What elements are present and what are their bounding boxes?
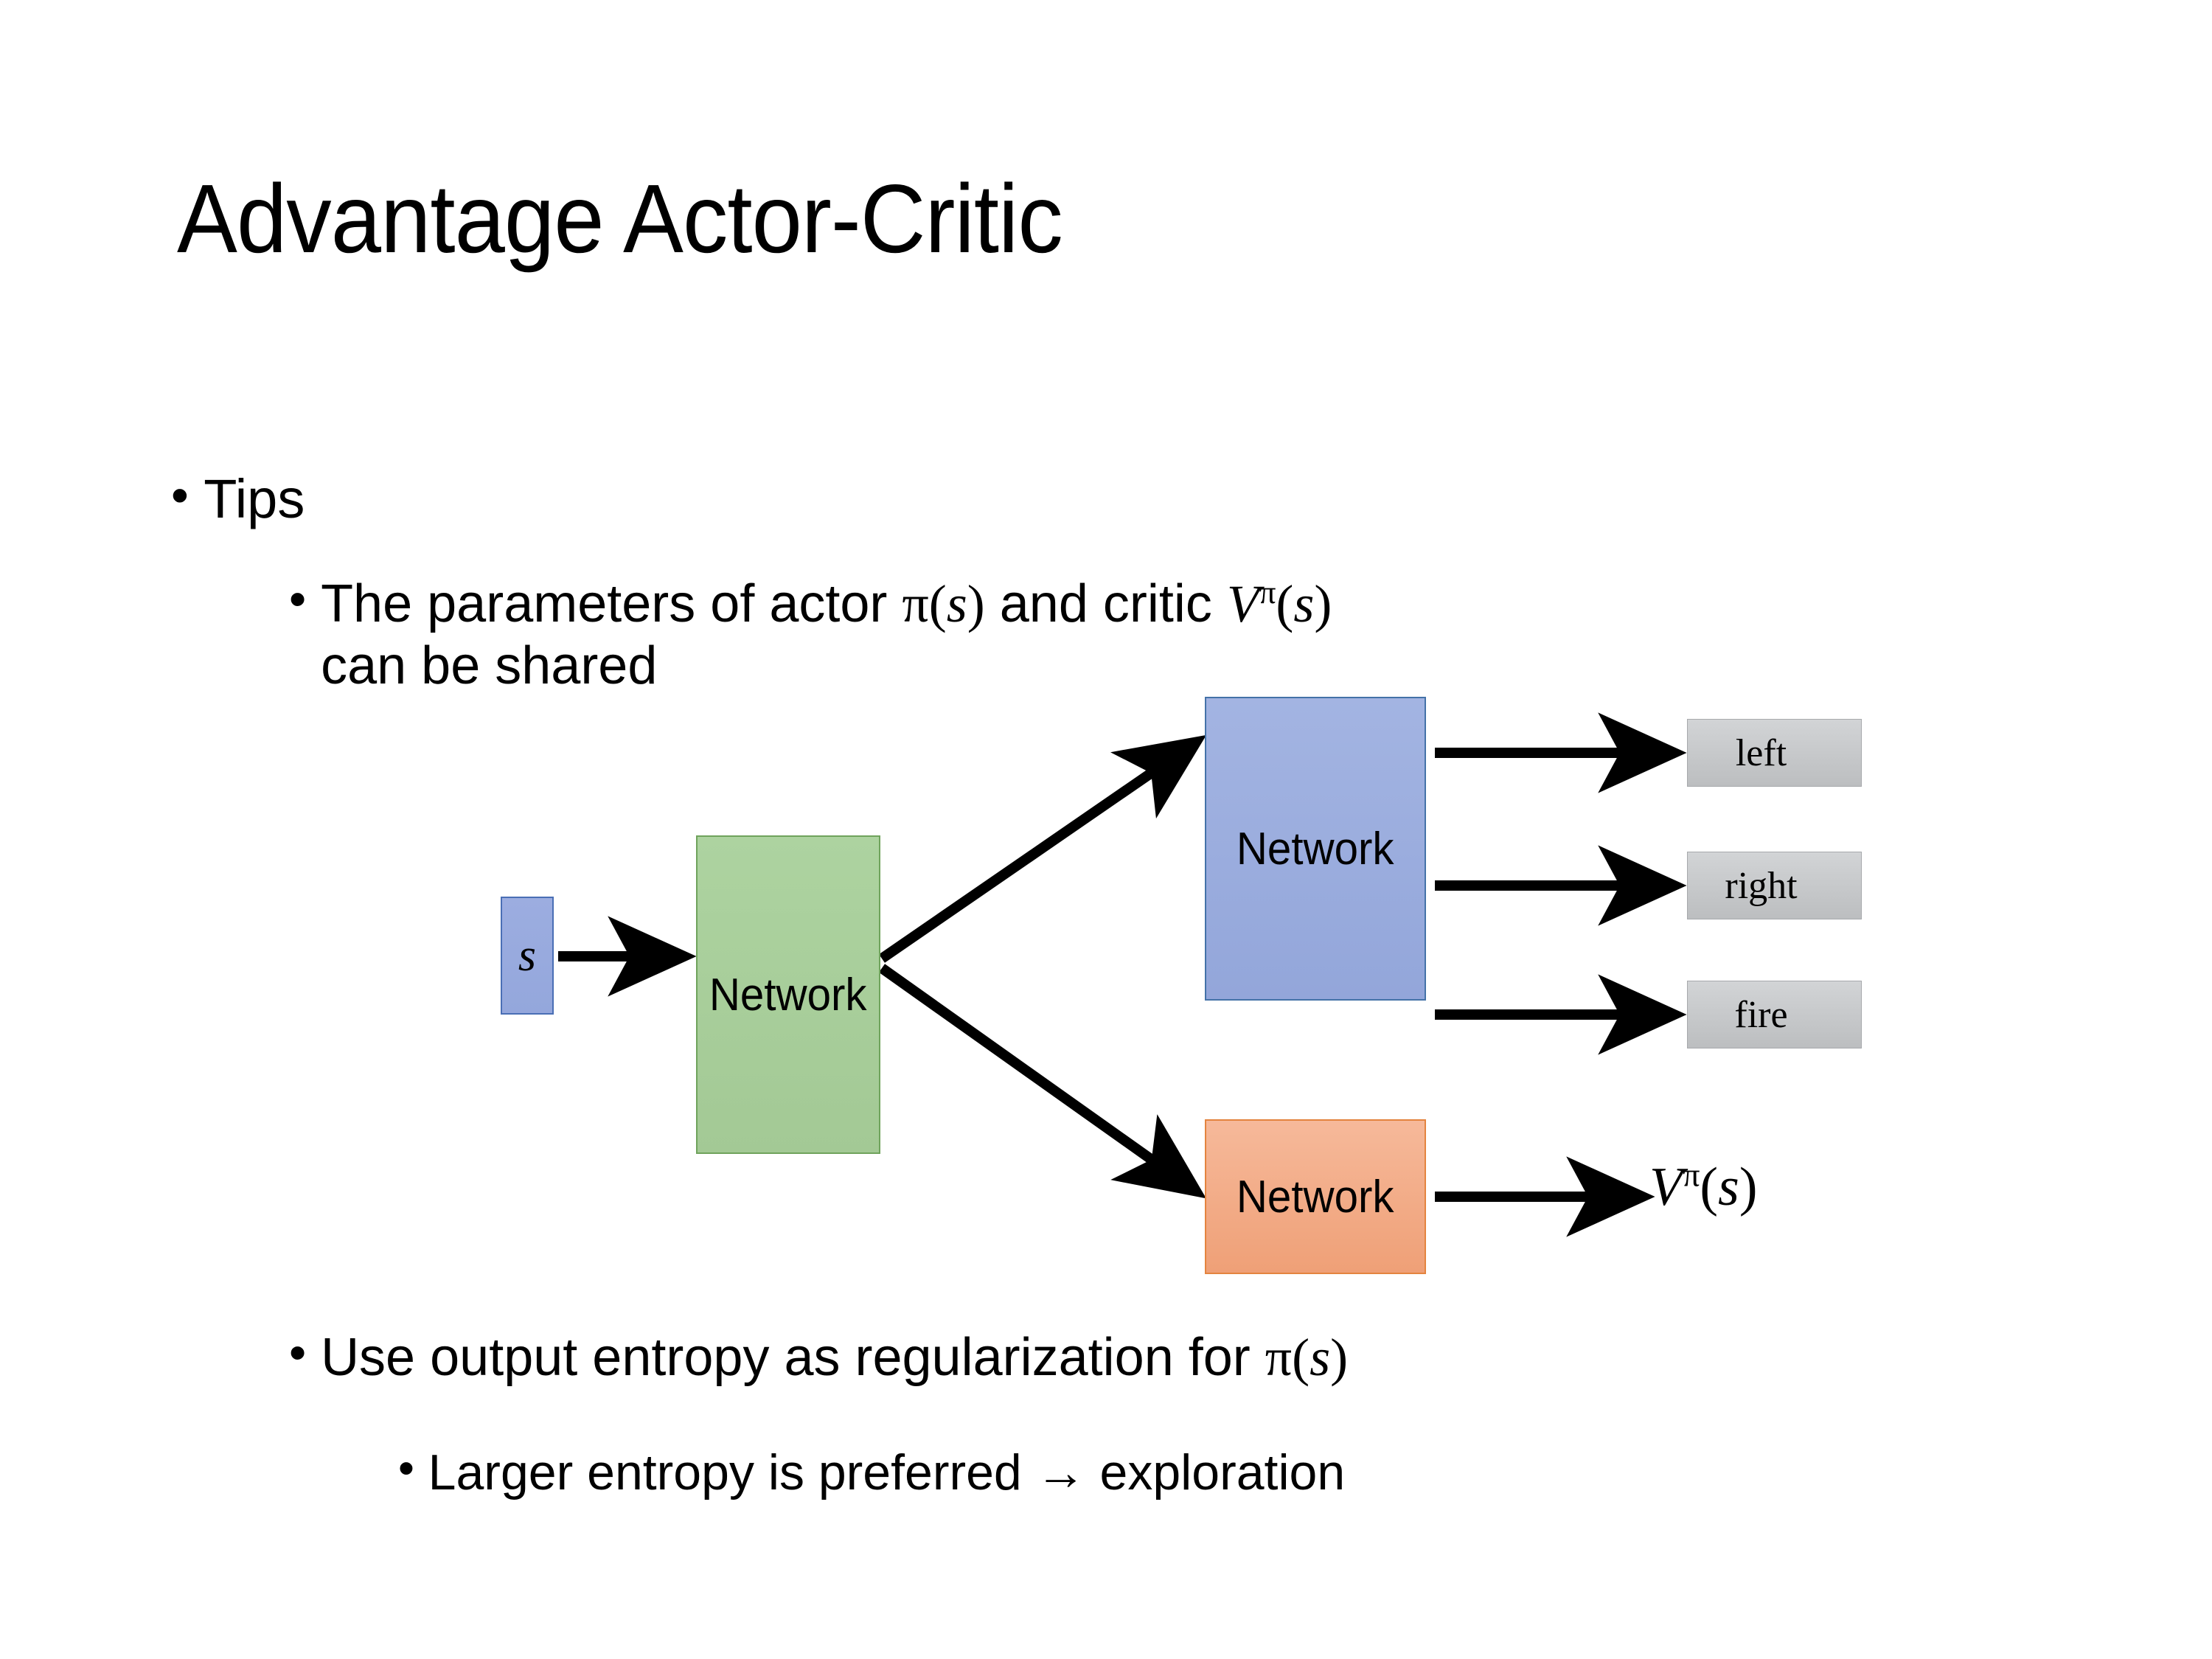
value-function-output: Vπ(s) [1649,1156,1758,1219]
bullet-marker: • [289,571,307,627]
action-label-fire: fire [1734,993,1788,1036]
action-label-left: left [1735,731,1787,774]
math-pi-close: ) [1330,1328,1349,1387]
math-v-close: ) [1314,574,1332,633]
arrow-shared-to-actor-network [879,734,1207,963]
action-label-right: right [1725,864,1798,907]
value-superscript-pi: π [1683,1155,1700,1194]
bullet-larger-entropy-label: Larger entropy is preferred → exploratio… [428,1444,1346,1500]
bullet-marker: • [398,1441,414,1494]
text-use-output-entropy: Use output entropy as regularization for [321,1328,1265,1387]
bullet-shared-parameters: • The parameters of actor π(s) and criti… [289,574,2059,697]
math-pi-open: π( [902,574,947,633]
actor-network-box: Network [1205,697,1426,1001]
critic-network-label: Network [1237,1171,1394,1222]
state-input-box: s [501,897,554,1015]
bullet-entropy-text: Use output entropy as regularization for… [321,1327,1348,1389]
action-box-fire: fire [1687,981,1862,1048]
state-input-label: s [518,930,537,981]
value-variable-s: s [1718,1157,1739,1217]
bullet-shared-parameters-text: The parameters of actor π(s) and critic … [321,574,1332,697]
math-pi-variable: s [1310,1328,1331,1387]
math-pi-open: π( [1265,1328,1310,1387]
action-box-right: right [1687,852,1862,919]
action-box-left: left [1687,719,1862,787]
math-v-symbol: V [1226,574,1259,633]
value-open-paren: ( [1700,1157,1719,1217]
bullet-tips: • Tips [171,467,305,530]
page-title: Advantage Actor-Critic [177,164,1063,273]
bullet-marker: • [171,467,189,524]
math-v-open: ( [1276,574,1294,633]
bullet-larger-entropy: • Larger entropy is preferred → explorat… [398,1444,1345,1502]
text-and-critic: and critic [984,574,1227,633]
critic-network-box: Network [1205,1119,1426,1274]
bullet-entropy-regularization: • Use output entropy as regularization f… [289,1327,1348,1389]
bullet-marker: • [289,1325,307,1380]
value-close-paren: ) [1739,1157,1758,1217]
value-symbol-v: V [1649,1157,1683,1217]
bullet-tips-label: Tips [204,468,305,529]
math-v-superscript-pi: π [1259,574,1276,611]
math-v-variable: s [1293,574,1315,633]
shared-network-label: Network [709,969,867,1020]
math-pi-variable: s [946,574,967,633]
math-pi-close: ) [967,574,985,633]
text-can-be-shared: can be shared [321,636,658,695]
arrow-shared-to-critic-network [878,964,1206,1199]
shared-network-box: Network [696,835,880,1154]
text-the-parameters-of-actor: The parameters of actor [321,574,902,633]
actor-network-label: Network [1237,823,1394,874]
